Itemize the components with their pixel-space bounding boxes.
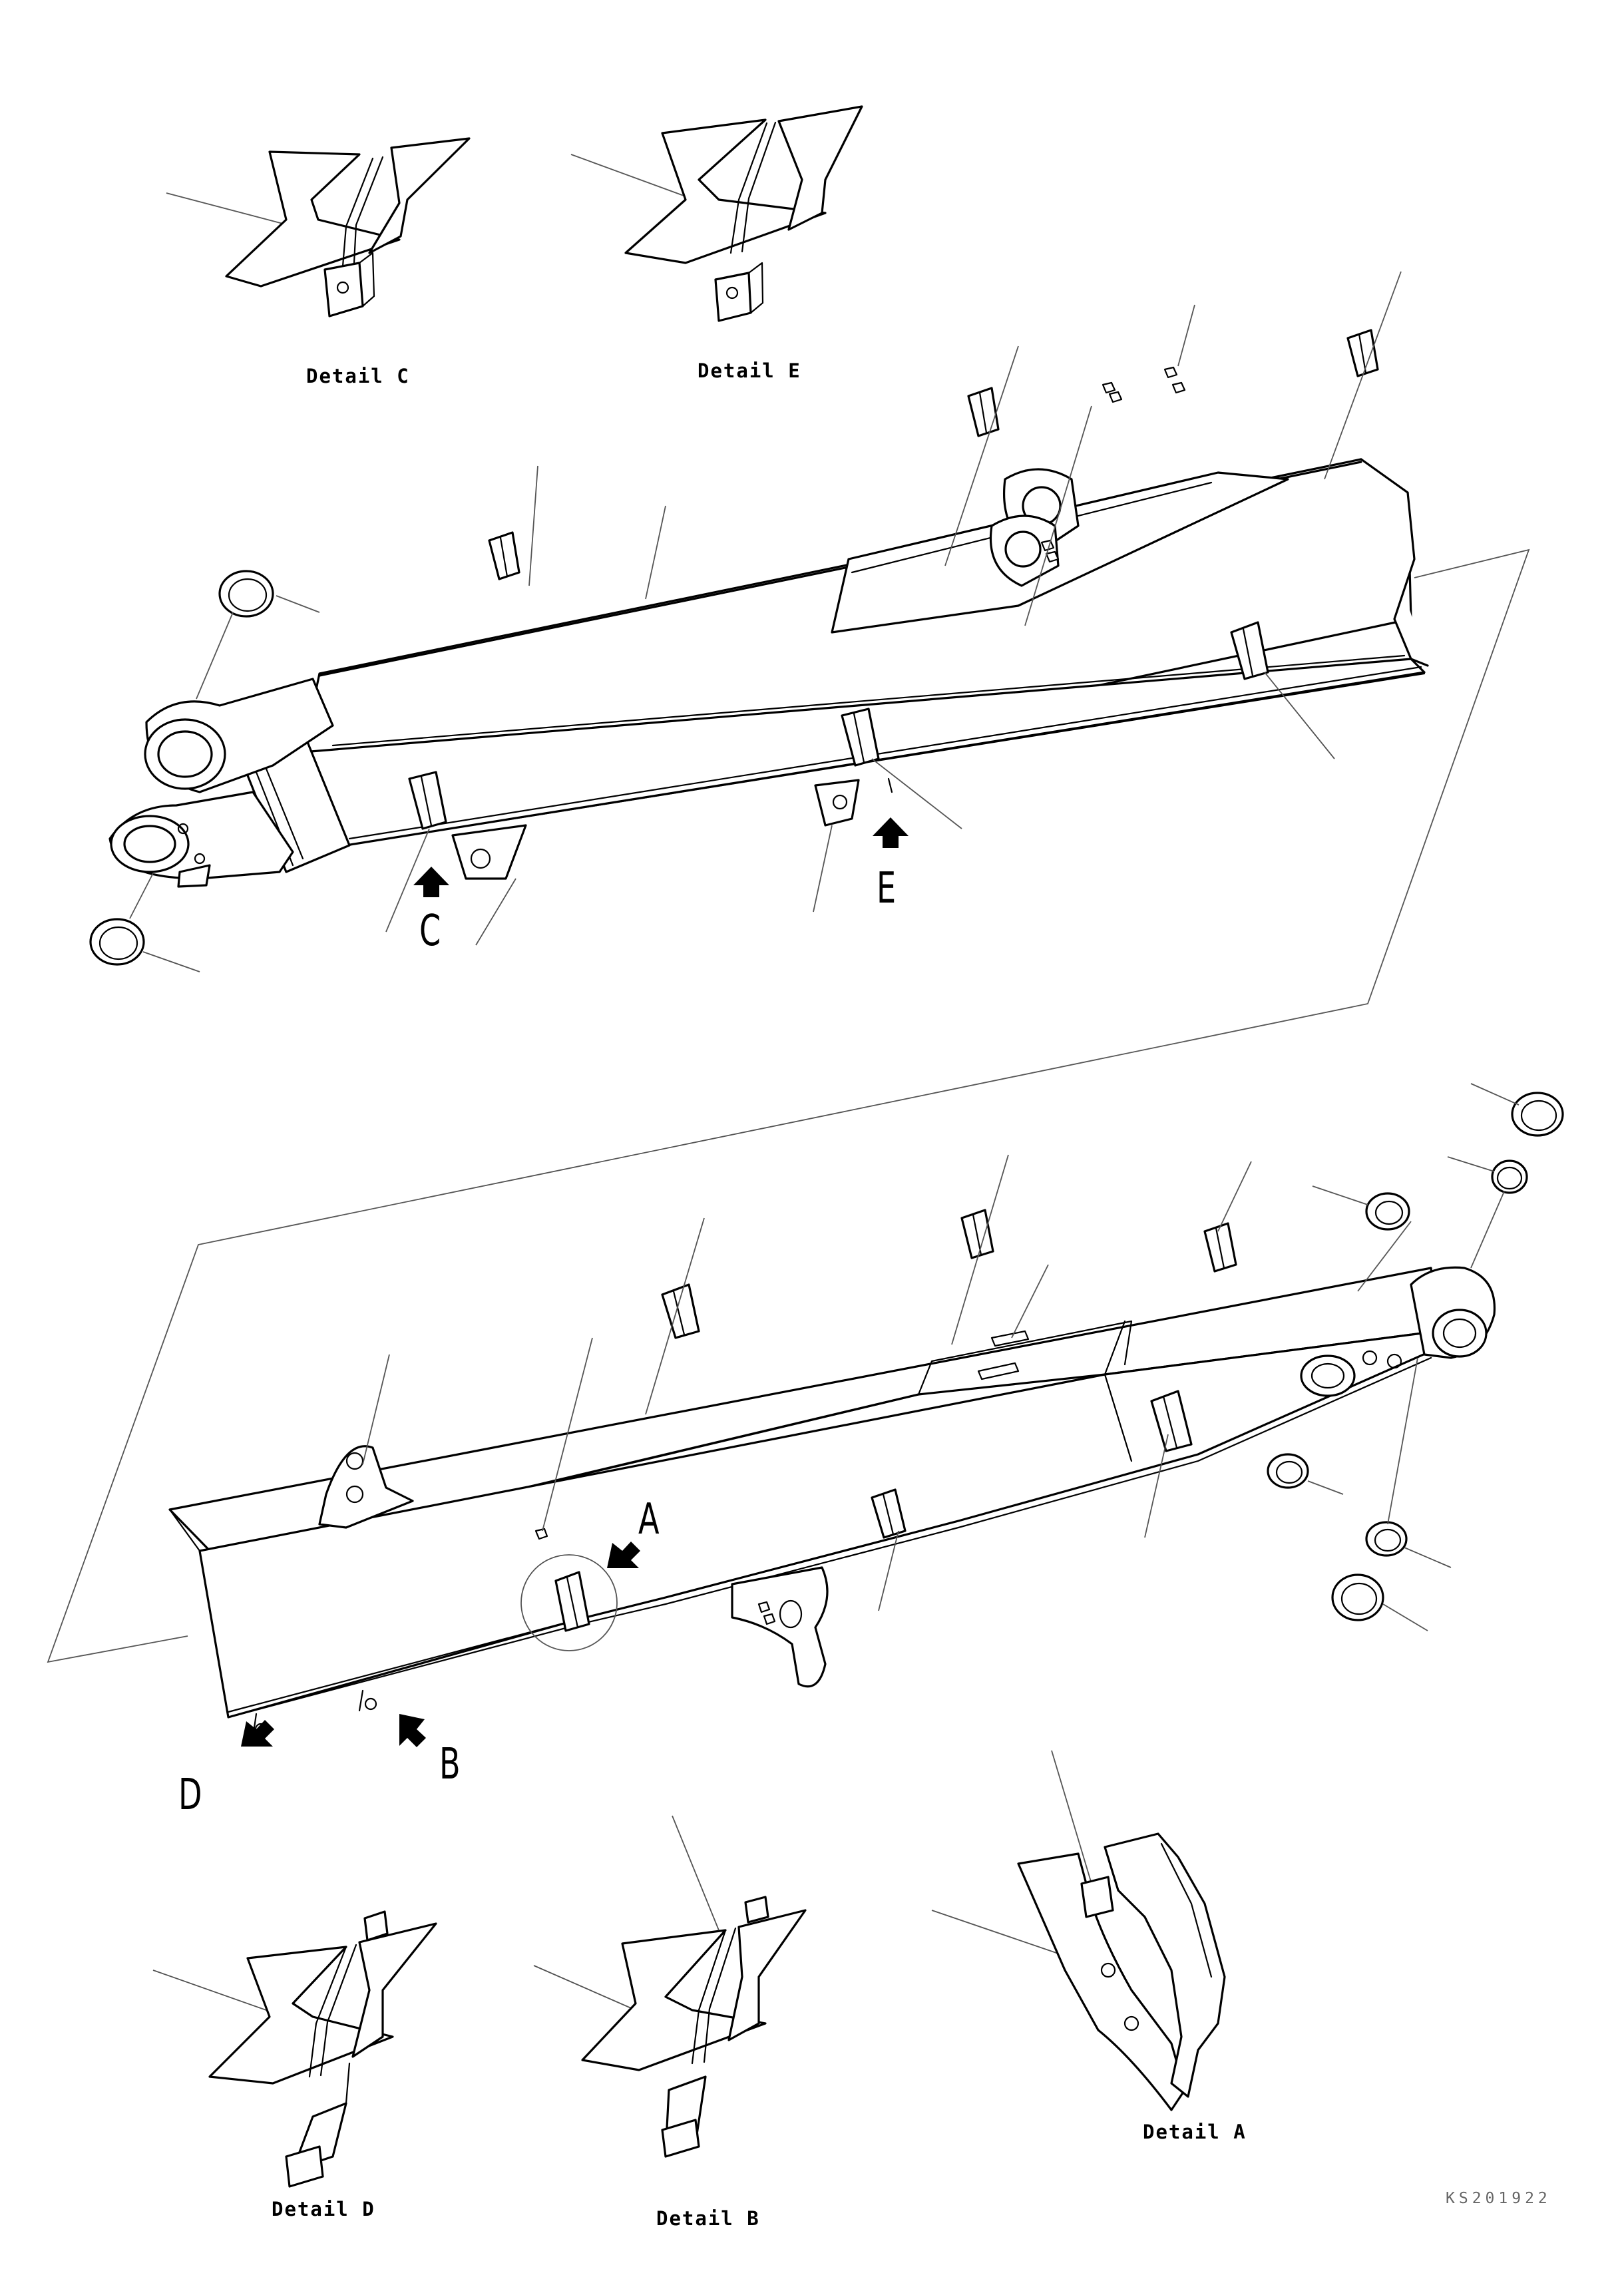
- arrow-b-label: B: [439, 1740, 461, 1789]
- detail-a-label: Detail A: [1143, 2121, 1247, 2143]
- detail-b-label: Detail B: [656, 2207, 760, 2230]
- arrow-e-label: E: [877, 864, 897, 913]
- detail-d-label: Detail D: [272, 2198, 375, 2220]
- arrow-a-icon: [607, 1542, 640, 1568]
- detail-e-label: Detail E: [698, 359, 801, 382]
- detail-c-label: Detail C: [306, 365, 410, 387]
- drawing-code: KS201922: [1446, 2190, 1551, 2207]
- detail-b-drawing: [533, 1815, 807, 2158]
- detail-d-drawing: [152, 1910, 437, 2188]
- detail-a-drawing: [931, 1750, 1226, 2111]
- lower-boom-drawing: [168, 1083, 1564, 1739]
- detail-c-drawing: [166, 137, 471, 317]
- section-plane: [47, 548, 1530, 1663]
- arrow-d-label: D: [178, 1770, 202, 1820]
- detail-e-drawing: [570, 105, 863, 322]
- arrow-e-icon: [873, 817, 909, 848]
- arrow-d-icon: [241, 1720, 274, 1747]
- arrow-b-icon: [399, 1714, 426, 1747]
- upper-boom-drawing: [89, 271, 1429, 972]
- arrow-c-icon: [413, 867, 449, 897]
- arrow-c-label: C: [419, 907, 441, 956]
- arrow-a-label: A: [638, 1495, 660, 1544]
